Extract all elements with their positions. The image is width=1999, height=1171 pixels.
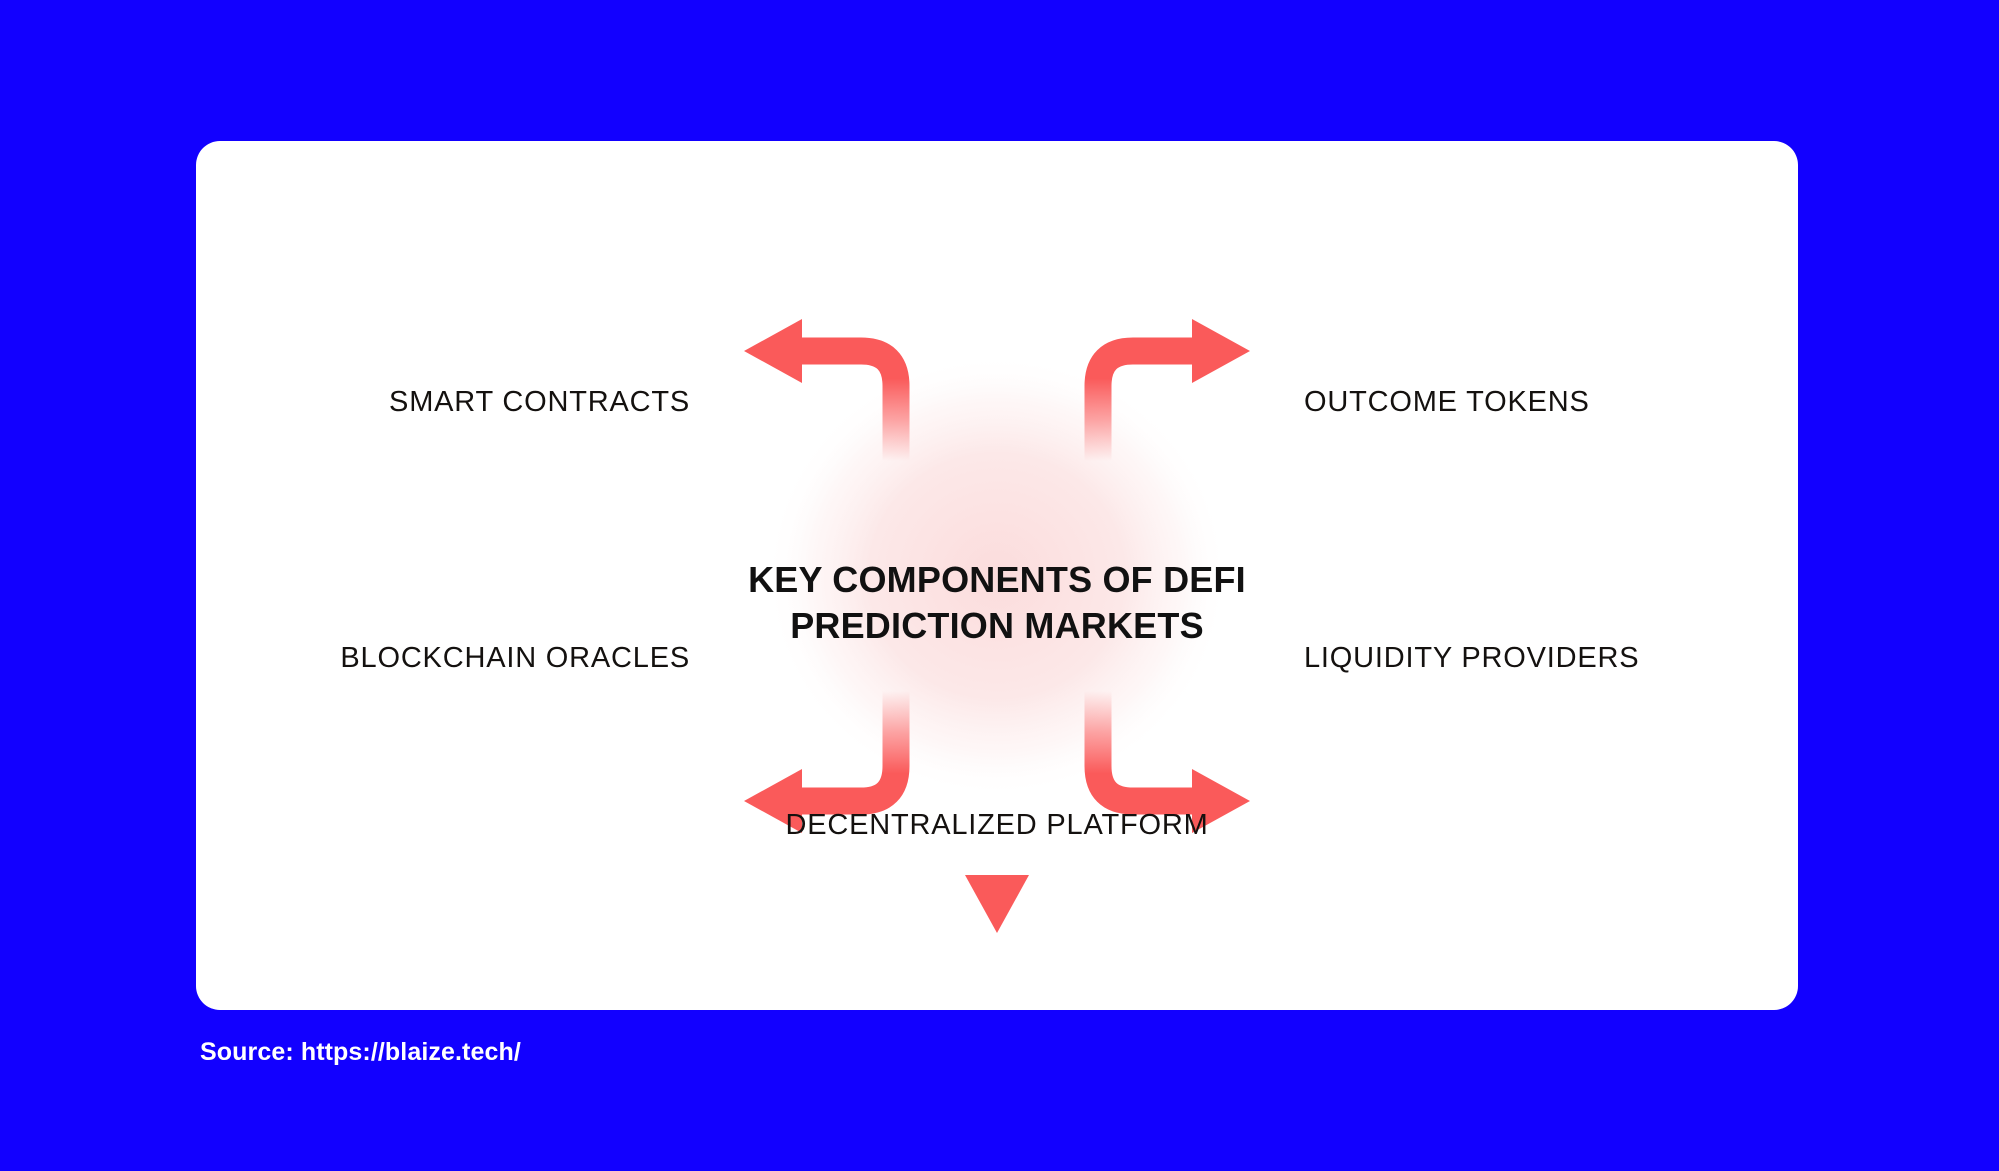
diagram-svg xyxy=(744,319,1250,933)
arrow-liquidity-providers-head xyxy=(1192,769,1250,833)
arrow-liquidity-providers-stem xyxy=(1084,691,1198,815)
node-label-blockchain-oracles: BLOCKCHAIN ORACLES xyxy=(340,642,690,674)
arrow-blockchain-oracles-head xyxy=(744,769,802,833)
infographic-card: KEY COMPONENTS OF DEFI PREDICTION MARKET… xyxy=(196,141,1798,1010)
node-label-smart-contracts: SMART CONTRACTS xyxy=(389,386,690,418)
center-glow xyxy=(765,354,1229,798)
arrow-blockchain-oracles xyxy=(744,691,910,833)
arrow-smart-contracts-stem xyxy=(796,337,910,461)
arrow-outcome-tokens-head xyxy=(1192,319,1250,383)
arrow-smart-contracts-head xyxy=(744,319,802,383)
arrow-outcome-tokens-stem xyxy=(1084,337,1198,461)
node-label-liquidity-providers: LIQUIDITY PROVIDERS xyxy=(1304,642,1640,674)
diagram-canvas: KEY COMPONENTS OF DEFI PREDICTION MARKET… xyxy=(196,141,1798,1010)
arrow-decentralized-platform-head xyxy=(965,875,1029,933)
source-caption: Source: https://blaize.tech/ xyxy=(200,1038,521,1066)
arrow-decentralized-platform xyxy=(965,701,1029,933)
arrow-liquidity-providers xyxy=(1084,691,1250,833)
node-label-outcome-tokens: OUTCOME TOKENS xyxy=(1304,386,1590,418)
arrow-outcome-tokens xyxy=(1084,319,1250,461)
center-title: KEY COMPONENTS OF DEFI PREDICTION MARKET… xyxy=(748,559,1246,647)
arrow-smart-contracts xyxy=(744,319,910,461)
arrow-blockchain-oracles-stem xyxy=(796,691,910,815)
node-label-decentralized-platform: DECENTRALIZED PLATFORM xyxy=(785,809,1209,841)
